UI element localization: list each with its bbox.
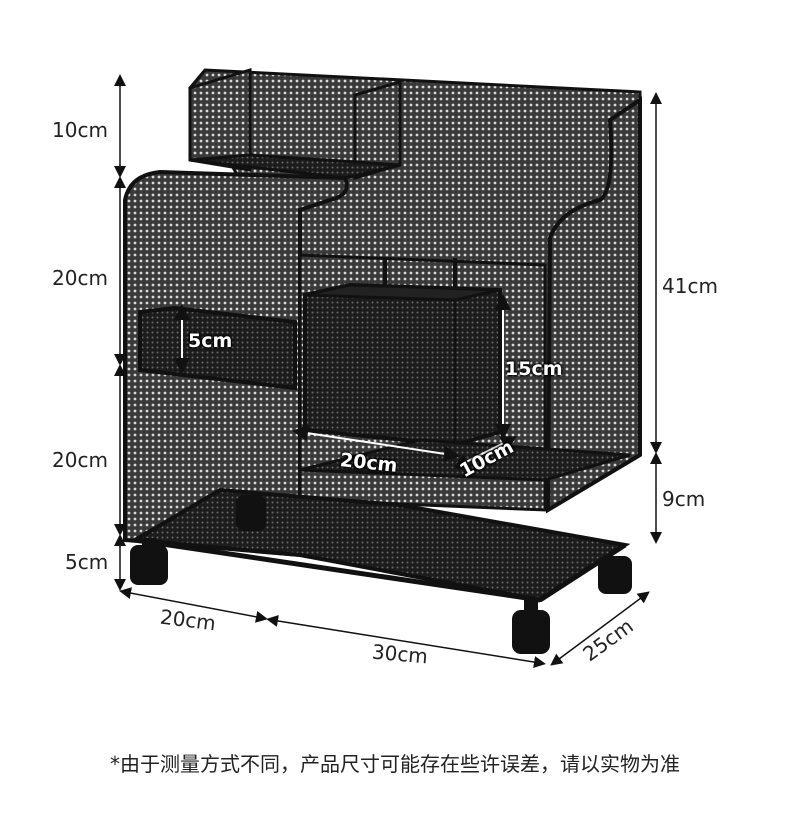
width-label-front: 30cm bbox=[371, 639, 429, 669]
wheel-front-left bbox=[130, 538, 168, 585]
height-label-shelf: 9cm bbox=[662, 487, 706, 511]
height-label-top: 10cm bbox=[52, 118, 108, 142]
basket-dimension-lines bbox=[174, 294, 518, 469]
height-label-lower: 20cm bbox=[52, 448, 108, 472]
wheel-front-right bbox=[512, 600, 550, 654]
height-label-wheel: 5cm bbox=[65, 550, 109, 574]
height-label-total: 41cm bbox=[662, 274, 718, 298]
right-side-panel bbox=[545, 96, 642, 514]
wheel-back-right bbox=[598, 556, 632, 594]
height-label-upper: 20cm bbox=[52, 266, 108, 290]
drawer-height-label: 5cm bbox=[188, 330, 233, 352]
top-shelf bbox=[188, 67, 402, 180]
dimension-lines bbox=[114, 74, 662, 668]
wheel-back-left bbox=[236, 495, 266, 531]
basket-height-label: 15cm bbox=[505, 358, 563, 380]
measurement-disclaimer: *由于测量方式不同，产品尺寸可能存在些许误差，请以实物为准 bbox=[110, 752, 680, 776]
